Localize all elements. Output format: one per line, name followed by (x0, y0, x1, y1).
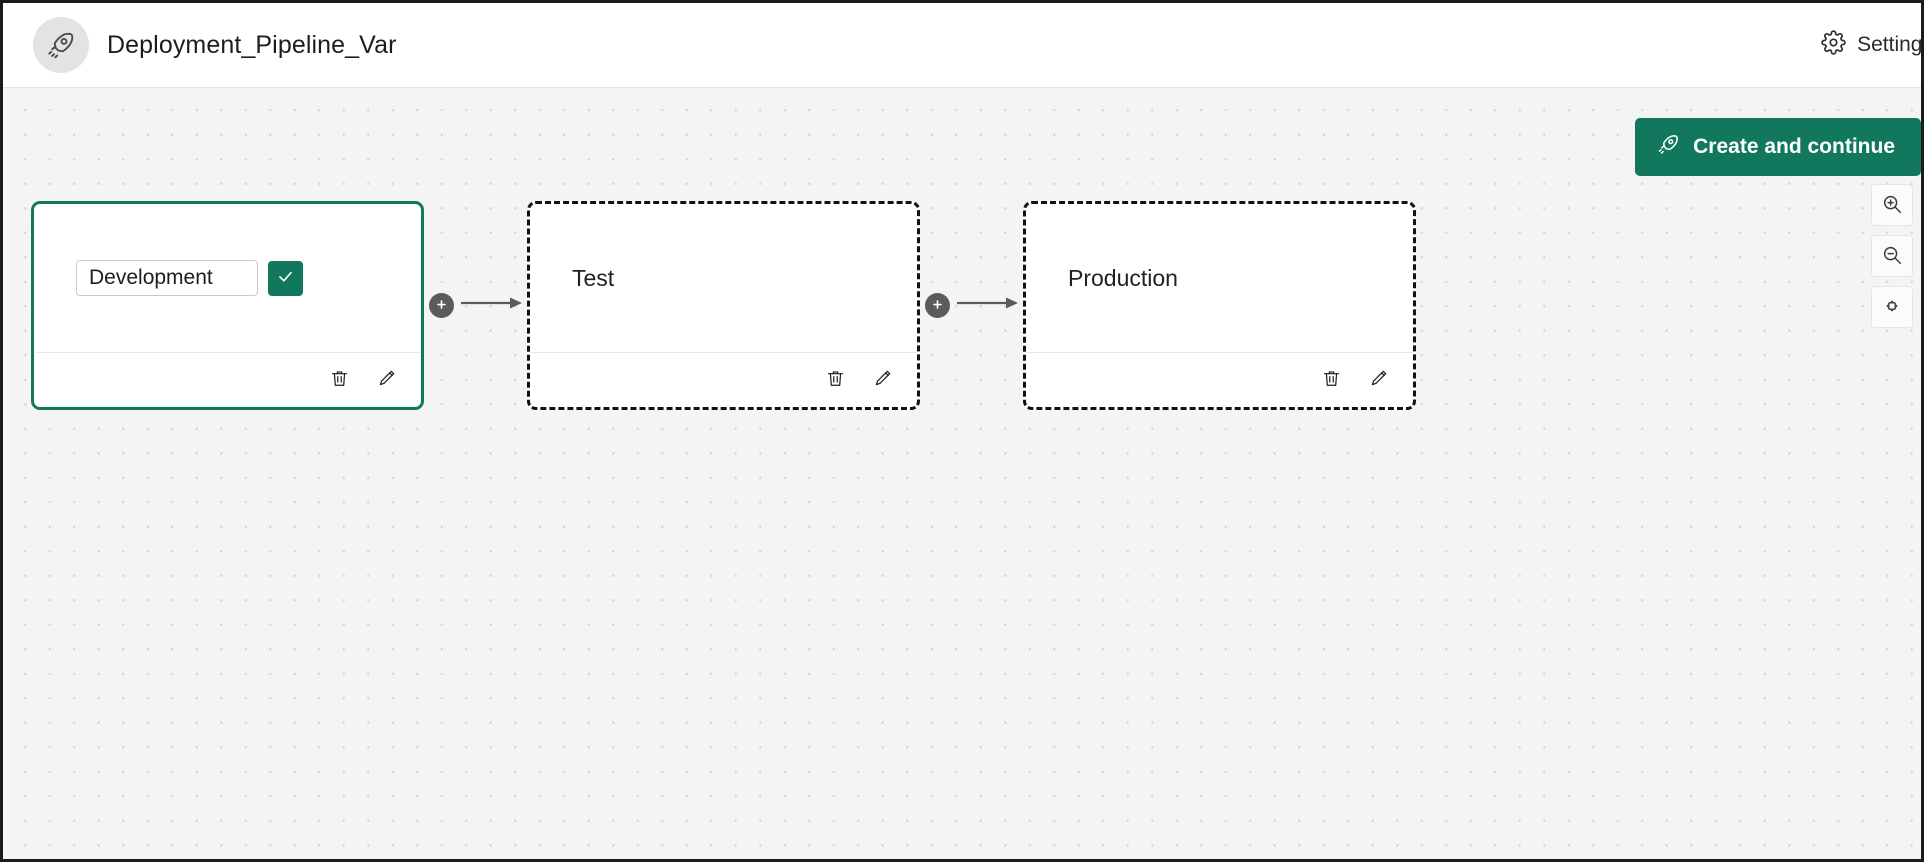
stage-connector-2 (920, 201, 1023, 410)
edit-stage-button[interactable] (1366, 366, 1391, 394)
pencil-icon (1368, 368, 1389, 392)
stage-card-body: Test (530, 204, 917, 352)
stage-card-body: Production (1026, 204, 1413, 352)
zoom-out-button[interactable] (1871, 235, 1913, 277)
card-divider (35, 352, 420, 353)
delete-stage-button[interactable] (1319, 366, 1344, 394)
fit-to-view-icon (1881, 295, 1903, 320)
pencil-icon (872, 368, 893, 392)
delete-stage-button[interactable] (327, 366, 352, 394)
header-left-group: Deployment_Pipeline_Var (3, 17, 397, 73)
canvas-controls (1871, 184, 1913, 328)
add-stage-button[interactable] (428, 293, 454, 318)
stage-name-label: Production (1068, 264, 1178, 291)
stage-card-footer (530, 353, 917, 407)
stage-name-input[interactable] (76, 260, 258, 296)
pencil-icon (376, 368, 397, 392)
stage-connector-1 (424, 201, 527, 410)
add-stage-button[interactable] (924, 293, 950, 318)
page-title: Deployment_Pipeline_Var (107, 30, 397, 59)
rocket-icon (33, 17, 89, 73)
stage-name-label: Test (572, 264, 615, 291)
header-right-group[interactable]: Settings (1821, 30, 1921, 60)
pipeline-stage-list: Test (31, 201, 1416, 410)
stage-card-footer (1026, 353, 1413, 407)
zoom-in-icon (1881, 193, 1903, 218)
zoom-in-button[interactable] (1871, 184, 1913, 226)
arrow-right-icon (956, 295, 1019, 316)
edit-stage-button[interactable] (374, 366, 399, 394)
plus-icon (931, 298, 944, 314)
arrow-right-icon (460, 295, 523, 316)
confirm-stage-name-button[interactable] (268, 260, 303, 296)
trash-icon (329, 368, 350, 392)
create-and-continue-label: Create and continue (1693, 135, 1895, 158)
stage-card-development[interactable] (31, 201, 424, 410)
stage-card-test[interactable]: Test (527, 201, 920, 410)
pipeline-canvas[interactable]: Create and continue (3, 88, 1921, 859)
delete-stage-button[interactable] (823, 366, 848, 394)
edit-stage-button[interactable] (870, 366, 895, 394)
card-divider (531, 352, 916, 353)
gear-icon[interactable] (1821, 30, 1846, 60)
settings-label[interactable]: Settings (1857, 33, 1923, 56)
trash-icon (1321, 368, 1342, 392)
create-and-continue-button[interactable]: Create and continue (1635, 118, 1921, 176)
check-icon (276, 267, 295, 289)
fit-to-view-button[interactable] (1871, 286, 1913, 328)
plus-icon (435, 298, 448, 314)
trash-icon (825, 368, 846, 392)
stage-card-body (34, 204, 421, 352)
stage-name-edit-row (76, 260, 303, 296)
card-divider (1027, 352, 1412, 353)
stage-card-production[interactable]: Production (1023, 201, 1416, 410)
rocket-icon (1657, 133, 1680, 162)
zoom-out-icon (1881, 244, 1903, 269)
stage-card-footer (34, 353, 421, 407)
app-header: Deployment_Pipeline_Var Settings (3, 3, 1921, 88)
